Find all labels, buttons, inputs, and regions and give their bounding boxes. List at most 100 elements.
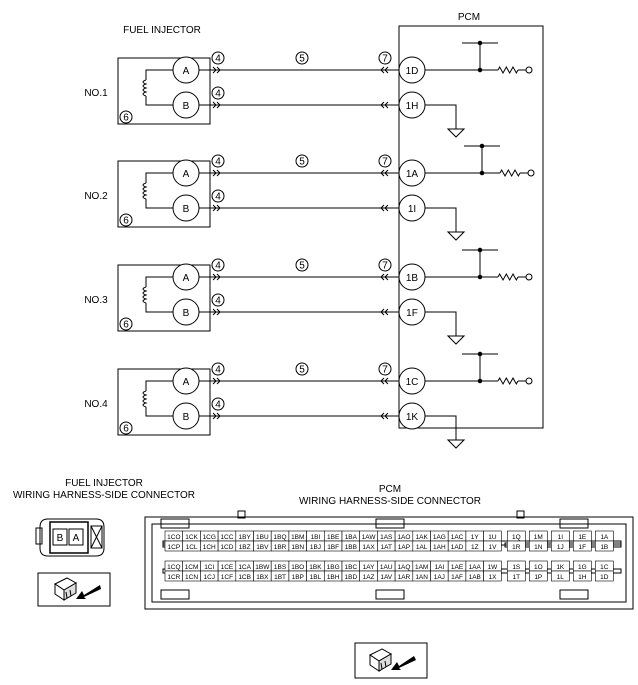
pcm-pin-1ap: 1AP — [394, 540, 414, 552]
marker-4-a: 4 — [215, 261, 221, 272]
pcm-pin-label: 1V — [488, 544, 497, 551]
marker-4-a-circle — [211, 258, 225, 272]
pcm-pin-1r: 1R — [506, 540, 526, 552]
wire-a-connector-left — [212, 66, 221, 74]
pcm-pin-label: 1AR — [398, 574, 411, 581]
pcm-pin-label: 1P — [534, 574, 542, 581]
pcm-pin-1at: 1AT — [377, 540, 396, 552]
pcm-pin-label: 1CO — [167, 534, 180, 541]
pcm-pin-label: 1AT — [381, 544, 392, 551]
pcm-pin-label: 1BJ — [310, 544, 321, 551]
pull-up-resistor — [497, 376, 519, 386]
pcm-pin-1co: 1CO — [164, 530, 184, 542]
terminal-b-label: B — [183, 101, 190, 112]
wire-a-connector-right — [380, 66, 389, 74]
pcm-pin-1bx: 1BX — [253, 570, 272, 582]
pcm-pin-1ak: 1AK — [412, 530, 431, 542]
marker-7-circle — [378, 51, 392, 65]
marker-4-b-circle — [211, 189, 225, 203]
ground-symbol — [425, 415, 466, 449]
marker-4-b-circle — [211, 86, 225, 100]
marker-5: 5 — [299, 157, 305, 168]
pcm-pin-label: 1BF — [327, 544, 339, 551]
pcm-pin-label: 1AC — [451, 534, 464, 541]
pcm-pin-1o: 1O — [528, 560, 548, 572]
terminal-a-label: A — [183, 377, 190, 388]
pcm-pin-label: 1BU — [256, 534, 269, 541]
injector-label: NO.2 — [84, 191, 108, 202]
pcm-pin-1cp: 1CP — [164, 540, 184, 552]
pcm-pin-1af: 1AF — [447, 570, 467, 582]
pcm-pin-1ac: 1AC — [447, 530, 467, 542]
pcm-pin-1cg: 1CG — [200, 530, 219, 542]
pcm-pin-label: 1S — [512, 564, 521, 571]
injector-box — [117, 160, 211, 228]
pcm-pin-label: 1BZ — [239, 544, 251, 551]
pcm-pin-1cd: 1CD — [217, 540, 237, 552]
wire-a-connector-left — [212, 273, 221, 281]
pcm-pin-label: 1T — [513, 574, 521, 581]
pcm-pin-1ca: 1CA — [235, 560, 254, 572]
wire-b-connector-right — [380, 204, 389, 212]
pcm-pin-label: 1A — [600, 534, 609, 541]
injector-coil — [142, 69, 173, 106]
pcm-pin-b-label: 1I — [408, 204, 416, 215]
pcm-pin-label: 1AK — [416, 534, 429, 541]
pcm-pin-label: 1J — [557, 544, 564, 551]
injector-box — [117, 264, 211, 332]
pcm-pin-1cf: 1CF — [217, 570, 237, 582]
pcm-pin-label: 1K — [556, 564, 565, 571]
pcm-pin-1bv: 1BV — [253, 540, 272, 552]
pcm-pin-1bc: 1BC — [341, 560, 361, 572]
pcm-pin-1aa: 1AA — [465, 560, 484, 572]
marker-6: 6 — [123, 216, 129, 227]
pcm-pin-label: 1Y — [471, 534, 480, 541]
injector-connector-title-2: WIRING HARNESS-SIDE CONNECTOR — [13, 490, 195, 501]
pcm-pin-1az: 1AZ — [359, 570, 378, 582]
pcm-pin-label: 1BW — [255, 564, 270, 571]
pcm-pin-1am: 1AM — [412, 560, 431, 572]
pcm-pin-label: 1CD — [220, 544, 233, 551]
pcm-pin-1ad: 1AD — [447, 540, 467, 552]
pcm-pin-1ai: 1AI — [430, 560, 449, 572]
pcm-driver-circuit — [425, 143, 535, 178]
pcm-pin-1bi: 1BI — [306, 530, 325, 542]
marker-6-circle — [119, 317, 133, 331]
pcm-pin-label: 1BD — [345, 574, 358, 581]
pcm-pin-label: 1AI — [434, 564, 444, 571]
pcm-connector-title-1: PCM — [379, 484, 401, 495]
pcm-pin-label: 1AM — [415, 564, 428, 571]
pcm-pin-label: 1AU — [380, 564, 393, 571]
injector-connector-pin-a: A — [73, 533, 80, 544]
marker-4-b: 4 — [215, 89, 221, 100]
pcm-pin-b-label: 1F — [406, 308, 418, 319]
marker-6-circle — [119, 110, 133, 124]
injector-box — [117, 368, 211, 436]
pull-up-resistor — [497, 272, 519, 282]
plug-view-icon-2 — [354, 642, 428, 679]
wire-a-connector-right — [380, 377, 389, 385]
pcm-pin-label: 1CP — [168, 544, 181, 551]
pcm-pin-label: 1BP — [292, 574, 304, 581]
pcm-pin-1ax: 1AX — [359, 540, 378, 552]
pcm-box — [398, 25, 544, 429]
pcm-connector-shell — [144, 510, 634, 610]
pcm-pin-1au: 1AU — [377, 560, 396, 572]
pcm-pin-label: 1BX — [256, 574, 269, 581]
wire-a-connector-right — [380, 273, 389, 281]
pcm-pin-label: 1BK — [309, 564, 322, 571]
pcm-pin-1ao: 1AO — [394, 530, 414, 542]
injector-coil — [142, 276, 173, 313]
pcm-pin-label: 1F — [579, 544, 587, 551]
marker-5: 5 — [299, 365, 305, 376]
wire-a-connector-left — [212, 377, 221, 385]
pcm-pin-label: 1U — [488, 534, 497, 541]
marker-6: 6 — [123, 320, 129, 331]
pcm-pin-1bq: 1BQ — [270, 530, 290, 542]
injector-label: NO.3 — [84, 295, 108, 306]
pcm-pin-1av: 1AV — [377, 570, 396, 582]
pcm-driver-circuit — [425, 40, 533, 75]
pcm-pin-1bj: 1BJ — [306, 540, 325, 552]
